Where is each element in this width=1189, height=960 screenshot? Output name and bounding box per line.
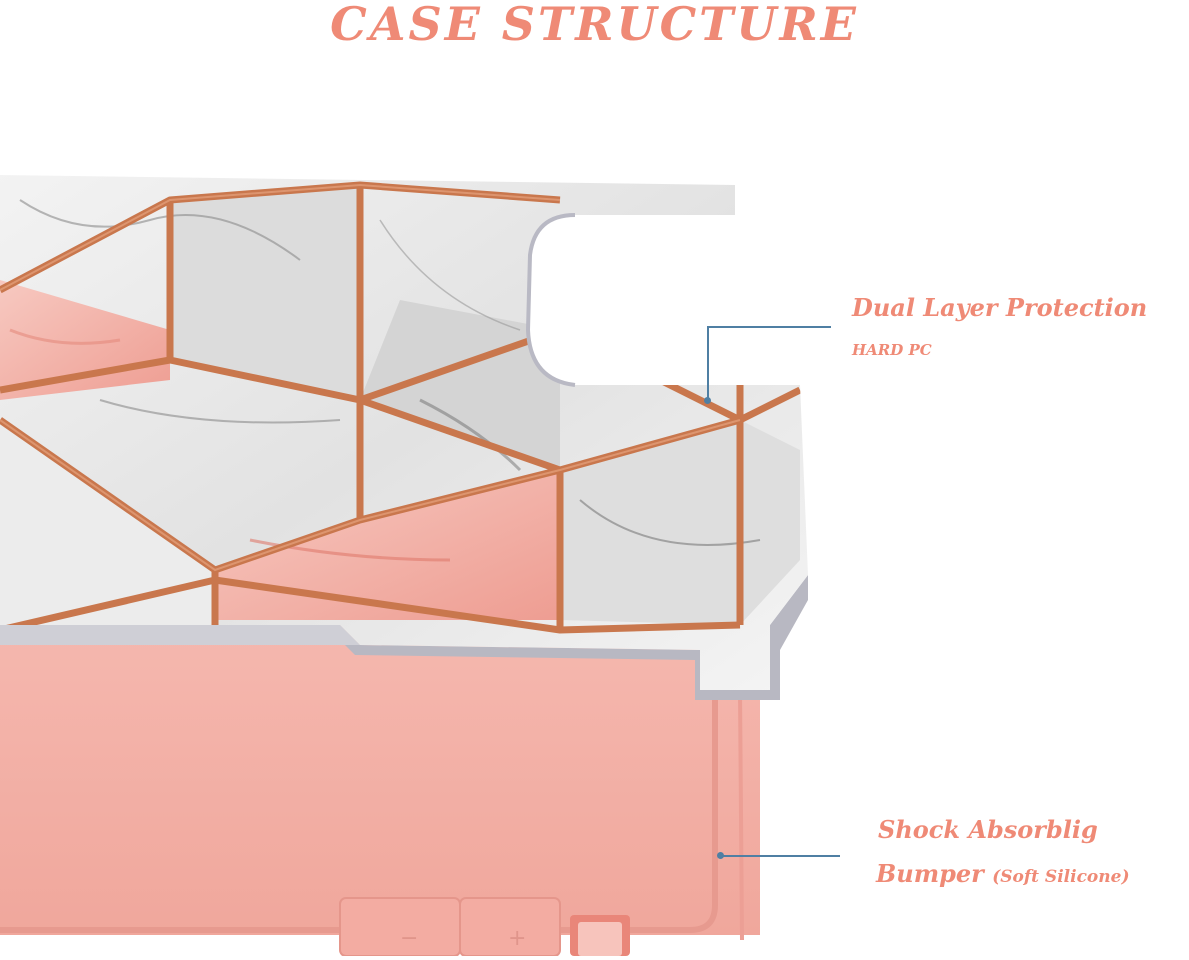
silicone-bumper: − +	[0, 620, 760, 957]
callout-subtitle-hard-pc: HARD PC	[852, 341, 932, 359]
callout-line-hard-pc-vertical	[707, 326, 709, 400]
bumper-sub-text: (Soft Silicone)	[992, 867, 1130, 887]
svg-text:+: +	[508, 926, 526, 951]
callout-title-dual-layer: Dual Layer Protection	[852, 293, 1148, 322]
bumper-main-text: Bumper	[876, 859, 984, 888]
callout-line-hard-pc	[707, 326, 831, 328]
callout-title-bumper: Bumper (Soft Silicone)	[876, 859, 1130, 888]
page-title: CASE STRUCTURE	[330, 0, 859, 51]
hard-pc-shell	[0, 175, 808, 700]
callout-dot-hard-pc	[704, 397, 711, 404]
svg-text:−: −	[400, 926, 418, 951]
callout-title-shock-absorbing: Shock Absorblig	[878, 815, 1098, 844]
callout-line-bumper	[722, 855, 840, 857]
callout-dot-bumper	[717, 852, 724, 859]
